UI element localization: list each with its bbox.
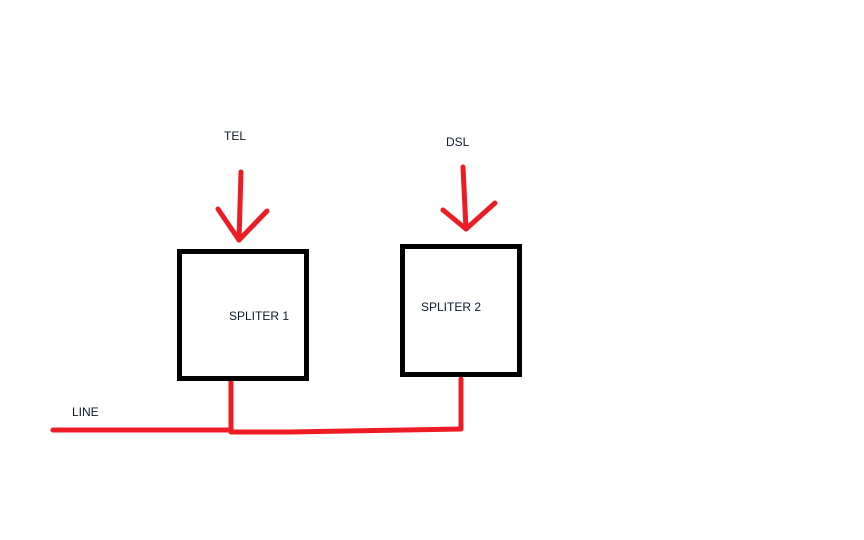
splitter-2-box (400, 244, 522, 377)
tel-arrow (215, 169, 270, 243)
line-label: LINE (72, 405, 99, 419)
tel-label: TEL (224, 129, 247, 143)
splitter-1-box (177, 249, 309, 381)
dsl-label: DSL (446, 135, 470, 149)
dsl-arrow (440, 164, 498, 232)
line-wire (50, 376, 464, 435)
splitter-1-label: SPLITER 1 (229, 309, 290, 323)
splitter-2-label: SPLITER 2 (421, 300, 482, 314)
